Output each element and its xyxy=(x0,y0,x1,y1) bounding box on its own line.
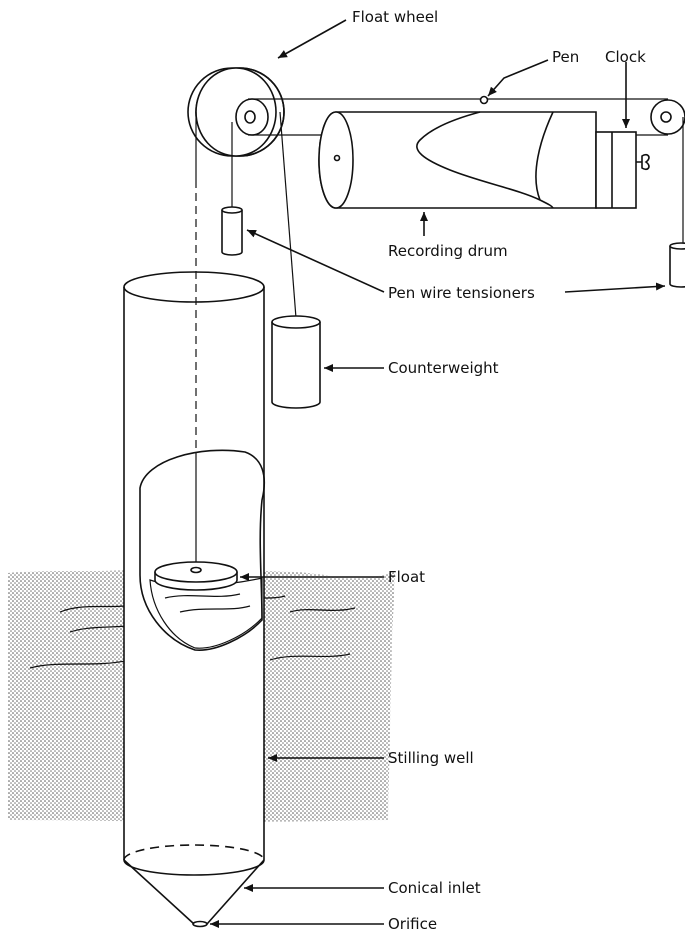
leader-tensioner-left xyxy=(246,229,385,293)
label-pen: Pen xyxy=(552,48,579,66)
well-bottom-rim xyxy=(123,859,265,876)
leader-pen xyxy=(487,59,549,97)
ground-contour xyxy=(269,653,351,661)
label-float: Float xyxy=(388,568,425,586)
label-float-wheel: Float wheel xyxy=(352,8,438,26)
leader-float-wheel xyxy=(277,19,347,59)
right-pulley-hub xyxy=(660,111,672,123)
label-stilling-well: Stilling well xyxy=(388,749,474,767)
ground-contour xyxy=(289,607,356,613)
label-counterweight: Counterweight xyxy=(388,359,499,377)
conical-inlet-right xyxy=(206,859,265,925)
recording-drum xyxy=(318,111,597,209)
label-orifice: Orifice xyxy=(388,915,437,932)
conical-inlet-left xyxy=(123,859,195,925)
clock-body xyxy=(595,131,637,209)
recording-trace xyxy=(416,111,554,209)
float-hub xyxy=(190,566,202,574)
pen-icon xyxy=(479,95,489,105)
counterweight xyxy=(271,322,321,409)
clock-winding-key-icon xyxy=(636,153,650,171)
label-recording-drum: Recording drum xyxy=(388,242,508,260)
stilling-well-top-rim xyxy=(123,271,265,303)
label-pen-wire-tensioners: Pen wire tensioners xyxy=(388,284,535,302)
counterweight-cable xyxy=(279,111,297,319)
leader-tensioner-right xyxy=(564,282,666,293)
pen-wire-tensioner-left-top xyxy=(221,206,243,214)
cutaway-window xyxy=(139,449,266,651)
water-ripple xyxy=(179,605,251,613)
water-ripple xyxy=(164,593,241,599)
float-wheel-hub-inner xyxy=(244,110,256,124)
recording-trace-back xyxy=(535,111,554,201)
label-clock: Clock xyxy=(605,48,646,66)
pen-wire-tensioner-right-top xyxy=(669,242,685,250)
pen-wire-tensioner-right xyxy=(669,246,685,288)
ground-contour xyxy=(29,659,131,669)
label-conical-inlet: Conical inlet xyxy=(388,879,481,897)
recording-drum-axle xyxy=(333,154,341,162)
orifice-opening xyxy=(192,920,208,928)
counterweight-top xyxy=(271,315,321,329)
pen-wire-tensioner-left xyxy=(221,210,243,256)
well-bottom-rim-hidden xyxy=(123,844,265,861)
